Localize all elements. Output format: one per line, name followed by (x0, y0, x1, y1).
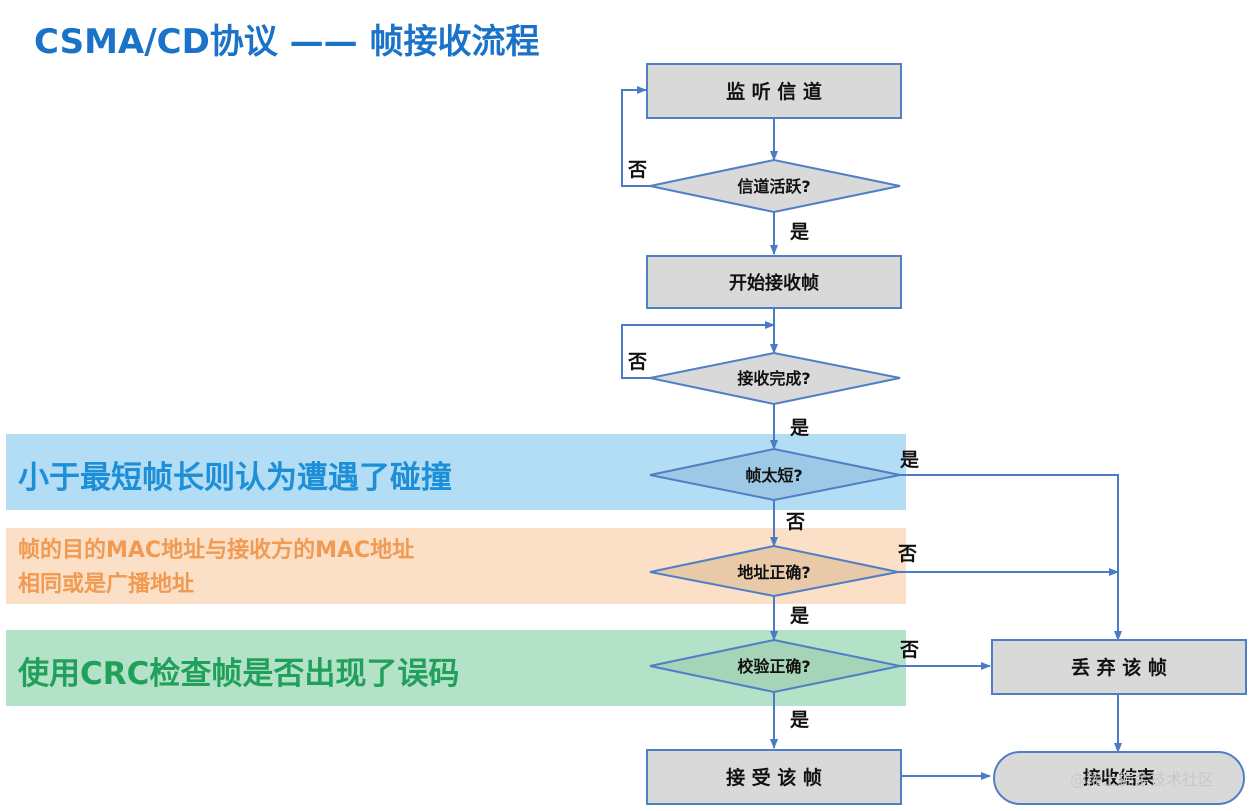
node-start-receive (646, 255, 902, 309)
node-receive-done-label: 接收完成? (737, 369, 810, 388)
node-discard-frame (991, 639, 1247, 695)
node-channel-active-label: 信道活跃? (737, 177, 810, 196)
node-checksum-correct-label: 校验正确? (737, 657, 810, 676)
label-no-crc: 否 (899, 639, 919, 661)
node-frame-too-short-label: 帧太短? (745, 466, 802, 485)
watermark: @稀土掘金技术社区 (1070, 770, 1215, 789)
node-discard-frame-label: 丢 弃 该 帧 (1071, 656, 1167, 679)
label-yes-active: 是 (790, 221, 809, 243)
label-yes-short: 是 (900, 449, 919, 471)
page-title: CSMA/CD协议 —— 帧接收流程 (34, 22, 540, 62)
node-listen-channel-label: 监 听 信 道 (726, 80, 822, 103)
annotation-crc-text: 使用CRC检查帧是否出现了误码 (18, 656, 460, 692)
label-yes-addr: 是 (790, 605, 809, 627)
label-no-addr: 否 (897, 543, 917, 565)
node-accept-frame-label: 接 受 该 帧 (726, 766, 822, 789)
node-checksum-correct (649, 638, 901, 694)
node-start-receive-label: 开始接收帧 (729, 272, 819, 294)
node-receive-end-label: 接收结束 (1083, 767, 1156, 789)
label-yes-done: 是 (790, 417, 809, 439)
node-receive-done (649, 351, 901, 406)
edge-done-no-loop (621, 321, 775, 379)
node-accept-frame (646, 749, 902, 805)
annotation-address-line1: 帧的目的MAC地址与接收方的MAC地址 (18, 538, 415, 563)
annotation-collision-text: 小于最短帧长则认为遭遇了碰撞 (18, 460, 452, 496)
node-address-correct (649, 544, 899, 598)
edge-short-yes (900, 474, 1122, 641)
node-frame-too-short (649, 447, 901, 502)
label-no-done: 否 (627, 351, 647, 373)
annotation-address-line2: 相同或是广播地址 (18, 572, 195, 597)
label-no-short: 否 (785, 511, 805, 533)
node-channel-active (649, 158, 901, 214)
label-yes-crc: 是 (790, 709, 809, 731)
edge-active-no-loop (621, 86, 650, 187)
node-listen-channel (646, 63, 902, 119)
label-no-active: 否 (627, 159, 647, 181)
node-address-correct-label: 地址正确? (737, 563, 810, 582)
node-receive-end (993, 751, 1245, 805)
